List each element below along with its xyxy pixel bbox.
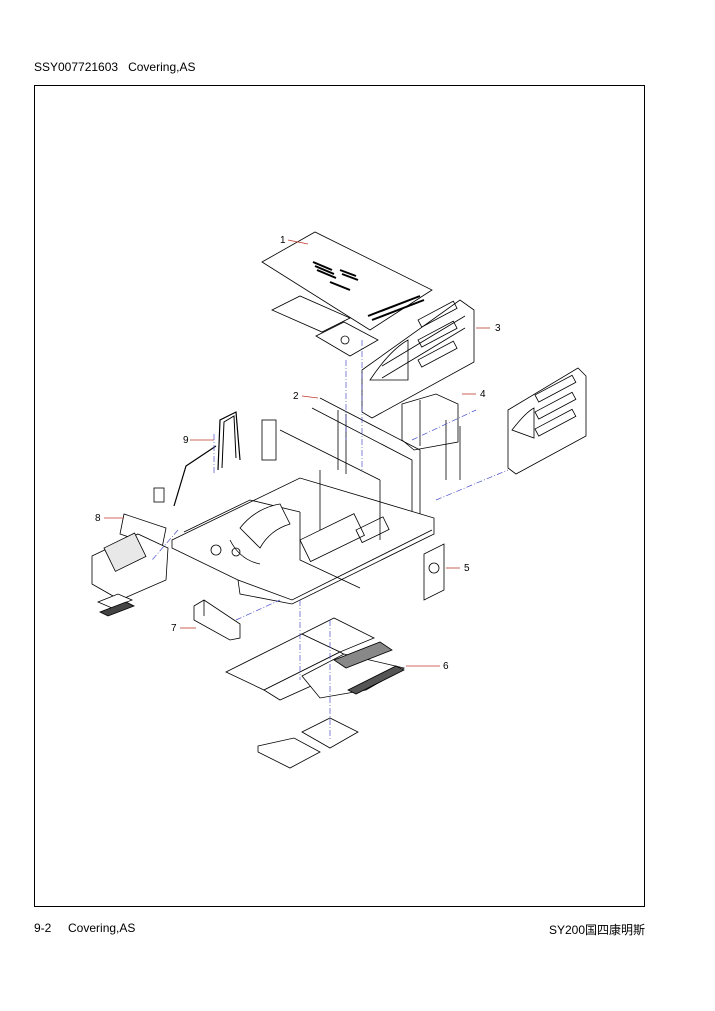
callout-5: 5 — [464, 563, 470, 574]
callout-3: 3 — [495, 323, 501, 334]
drawing-header: SSY007721603 Covering,AS — [34, 60, 195, 74]
callout-1: 1 — [280, 235, 286, 246]
leader-lines — [104, 239, 490, 667]
drawing-title: Covering,AS — [128, 60, 196, 74]
assembly-lines — [151, 340, 509, 740]
callout-7: 7 — [171, 623, 177, 634]
footer-model: SY200国四康明斯 — [548, 923, 645, 937]
callout-4: 4 — [480, 389, 486, 400]
footer-section: Covering,AS — [68, 921, 136, 935]
part-7-step — [193, 599, 241, 641]
drawing-frame — [34, 85, 645, 907]
part-8-battery-box — [91, 513, 169, 617]
part-9-handrail — [153, 411, 241, 507]
part-1-top-cover — [261, 231, 433, 357]
part-4-bracket — [401, 393, 461, 480]
part-5-plate — [423, 543, 445, 601]
rear-door-panel — [507, 367, 587, 475]
loose-floor-plates — [257, 717, 359, 769]
callout-8: 8 — [95, 513, 101, 524]
page-number: 9-2 — [34, 921, 52, 935]
callout-2: 2 — [293, 391, 299, 402]
callout-6: 6 — [443, 661, 449, 672]
footer-left: 9-2 Covering,AS — [34, 921, 135, 935]
callout-9: 9 — [183, 435, 189, 446]
base-frame — [171, 470, 435, 605]
part-6-floor-plates — [225, 617, 406, 701]
part-number: SSY007721603 — [34, 60, 119, 74]
